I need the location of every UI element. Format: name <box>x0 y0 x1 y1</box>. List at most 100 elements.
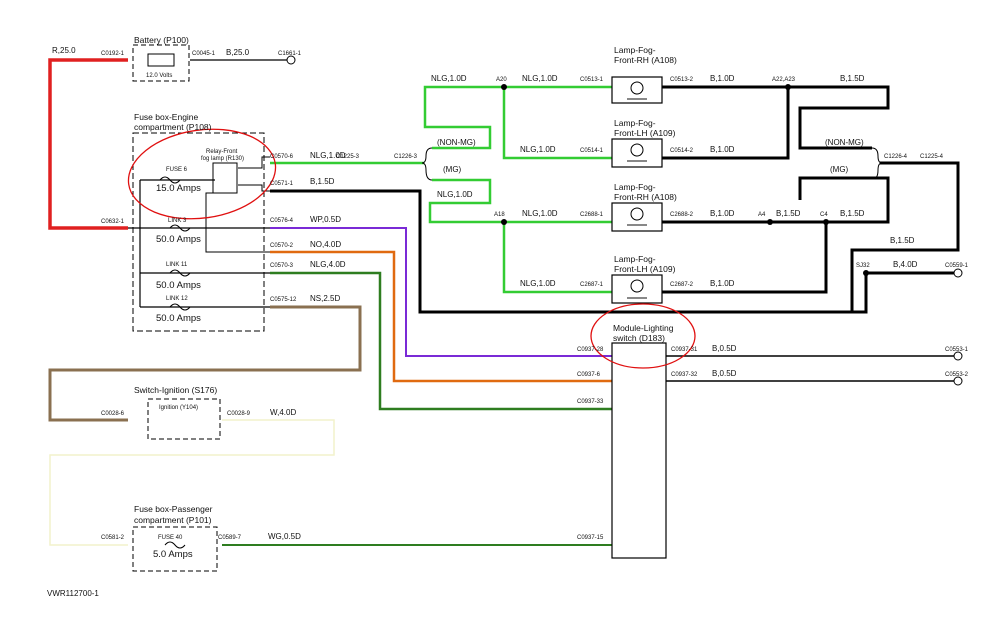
annotation-circle-module <box>590 303 696 369</box>
ground-icon <box>953 268 963 278</box>
lamp-1-box <box>611 76 663 104</box>
wire-ns-brown <box>48 305 362 422</box>
conn-c2688-1: C2688-1 <box>580 212 604 218</box>
label-non-mg-right: (NON-MG) <box>825 138 864 147</box>
conn-c0553-2: C0553-2 <box>945 372 969 378</box>
relay-box <box>212 162 238 194</box>
wire-b-upper-grounds <box>662 85 890 150</box>
grounds <box>286 55 963 386</box>
wire-label-nlg10-e: NLG,1.0D <box>437 190 473 199</box>
drawing-reference: VWR112700-1 <box>47 589 99 598</box>
link-3-icon <box>169 224 191 232</box>
splice-a18 <box>501 219 507 225</box>
fuse40-label: FUSE 40 <box>158 535 183 541</box>
wire-label-nlg10-b: NLG,1.0D <box>431 74 467 83</box>
wire-relay-to-c0570-2 <box>205 192 270 253</box>
conn-c0570-2: C0570-2 <box>270 243 294 249</box>
wire-nlg-nonmg <box>423 85 612 150</box>
conn-c0937-6: C0937-6 <box>577 372 601 378</box>
lamp-4-title-2: Front-LH (A109) <box>614 264 676 274</box>
wire-label-nlg10-d: NLG,1.0D <box>520 145 556 154</box>
labels: Battery (P100) 12.0 Volts R,25.0 C0192-1… <box>47 35 969 598</box>
conn-c0575-12: C0575-12 <box>270 297 297 303</box>
conn-c2688-2: C2688-2 <box>670 212 694 218</box>
relay-title-2: fog lamp (R130) <box>201 156 244 162</box>
conn-c0553-1: C0553-1 <box>945 347 969 353</box>
conn-c2687-2: C2687-2 <box>670 282 694 288</box>
conn-c0514-2: C0514-2 <box>670 148 694 154</box>
wire-label-b15-c: B,1.5D <box>776 209 801 218</box>
splice-c4-label: C4 <box>820 212 828 218</box>
lamp-1-title-1: Lamp-Fog- <box>614 45 656 55</box>
wire-label-nlg10-g: NLG,1.0D <box>520 279 556 288</box>
lamp-3-title-1: Lamp-Fog- <box>614 182 656 192</box>
bulb-icon <box>630 81 644 95</box>
label-mg-left: (MG) <box>443 165 462 174</box>
link11-amps: 50.0 Amps <box>156 280 201 291</box>
lamp-4-title-1: Lamp-Fog- <box>614 254 656 264</box>
components <box>132 44 667 572</box>
annotations <box>127 128 696 369</box>
link3-amps: 50.0 Amps <box>156 234 201 245</box>
battery-voltage: 12.0 Volts <box>146 73 172 79</box>
wire-label-nlg40: NLG,4.0D <box>310 260 346 269</box>
wire-label-b15-e: B,1.5D <box>890 236 915 245</box>
lamp-2-title-1: Lamp-Fog- <box>614 118 656 128</box>
conn-c0513-1: C0513-1 <box>580 77 604 83</box>
annotation-circle-relay <box>127 128 277 220</box>
fuse-symbols <box>159 176 191 549</box>
ignition-inner: Ignition (Y104) <box>159 405 198 411</box>
splice-a4-label: A4 <box>758 212 766 218</box>
engine-fusebox-title-1: Fuse box-Engine <box>134 112 199 122</box>
wire-label-b15-d: B,1.5D <box>840 209 865 218</box>
splice-a18-label: A18 <box>494 212 505 218</box>
splice-a22a23 <box>785 84 791 90</box>
wire-relay-out <box>238 156 270 169</box>
module-title-1: Module-Lighting <box>613 323 674 333</box>
wire-label-b25: B,25.0 <box>226 48 250 57</box>
relay-title-1: Relay-Front <box>206 149 238 155</box>
lamp-3-title-2: Front-RH (A108) <box>614 192 677 202</box>
lamp-3-box <box>611 202 663 232</box>
wire-nlg-a20-lh <box>502 87 612 160</box>
lamp-1-title-2: Front-RH (A108) <box>614 55 677 65</box>
conn-c0045-1: C0045-1 <box>192 51 216 57</box>
wire-label-r25: R,25.0 <box>52 46 76 55</box>
engine-fusebox-box <box>132 132 265 332</box>
fuse-6-icon <box>159 176 181 184</box>
battery-box <box>132 44 190 82</box>
splice-a20-label: A20 <box>496 77 507 83</box>
conn-c1226-3: C1226-3 <box>394 154 418 160</box>
option-braces <box>421 147 883 181</box>
ground-icon <box>953 376 963 386</box>
conn-c0513-2: C0513-2 <box>670 77 694 83</box>
passenger-fusebox-title-1: Fuse box-Passenger <box>134 504 213 514</box>
wire-label-no40: NO,4.0D <box>310 240 341 249</box>
label-non-mg-left: (NON-MG) <box>437 138 476 147</box>
battery-title: Battery (P100) <box>134 35 189 45</box>
brace-left-icon <box>421 147 433 181</box>
bulb-icon <box>630 143 644 157</box>
wire-label-wg05: WG,0.5D <box>268 532 301 541</box>
wire-no-orange <box>270 250 612 383</box>
conn-c1226-4: C1226-4 <box>884 154 908 160</box>
wire-label-b10-b: B,1.0D <box>710 145 735 154</box>
splice-a22a23-label: A22,A23 <box>772 77 796 83</box>
bulb-icon <box>630 279 644 293</box>
lamp-2-title-2: Front-LH (A109) <box>614 128 676 138</box>
wire-b-lower-grounds <box>662 176 890 224</box>
wire-label-nlg10-f: NLG,1.0D <box>522 209 558 218</box>
wire-label-w40: W,4.0D <box>270 408 296 417</box>
wire-b-lh2-ground <box>662 222 828 294</box>
conn-c0028-6: C0028-6 <box>101 411 125 417</box>
splice-a4 <box>767 219 773 225</box>
lamp-bulbs <box>627 81 647 299</box>
conn-c1225-4: C1225-4 <box>920 154 944 160</box>
module-title-2: switch (D183) <box>613 333 665 343</box>
lamp-4-box <box>611 274 663 304</box>
splices <box>501 84 869 276</box>
wire-w-white <box>49 419 335 546</box>
bulb-icon <box>630 207 644 221</box>
link11-label: LINK 11 <box>166 262 188 268</box>
brace-right-icon <box>871 147 883 179</box>
